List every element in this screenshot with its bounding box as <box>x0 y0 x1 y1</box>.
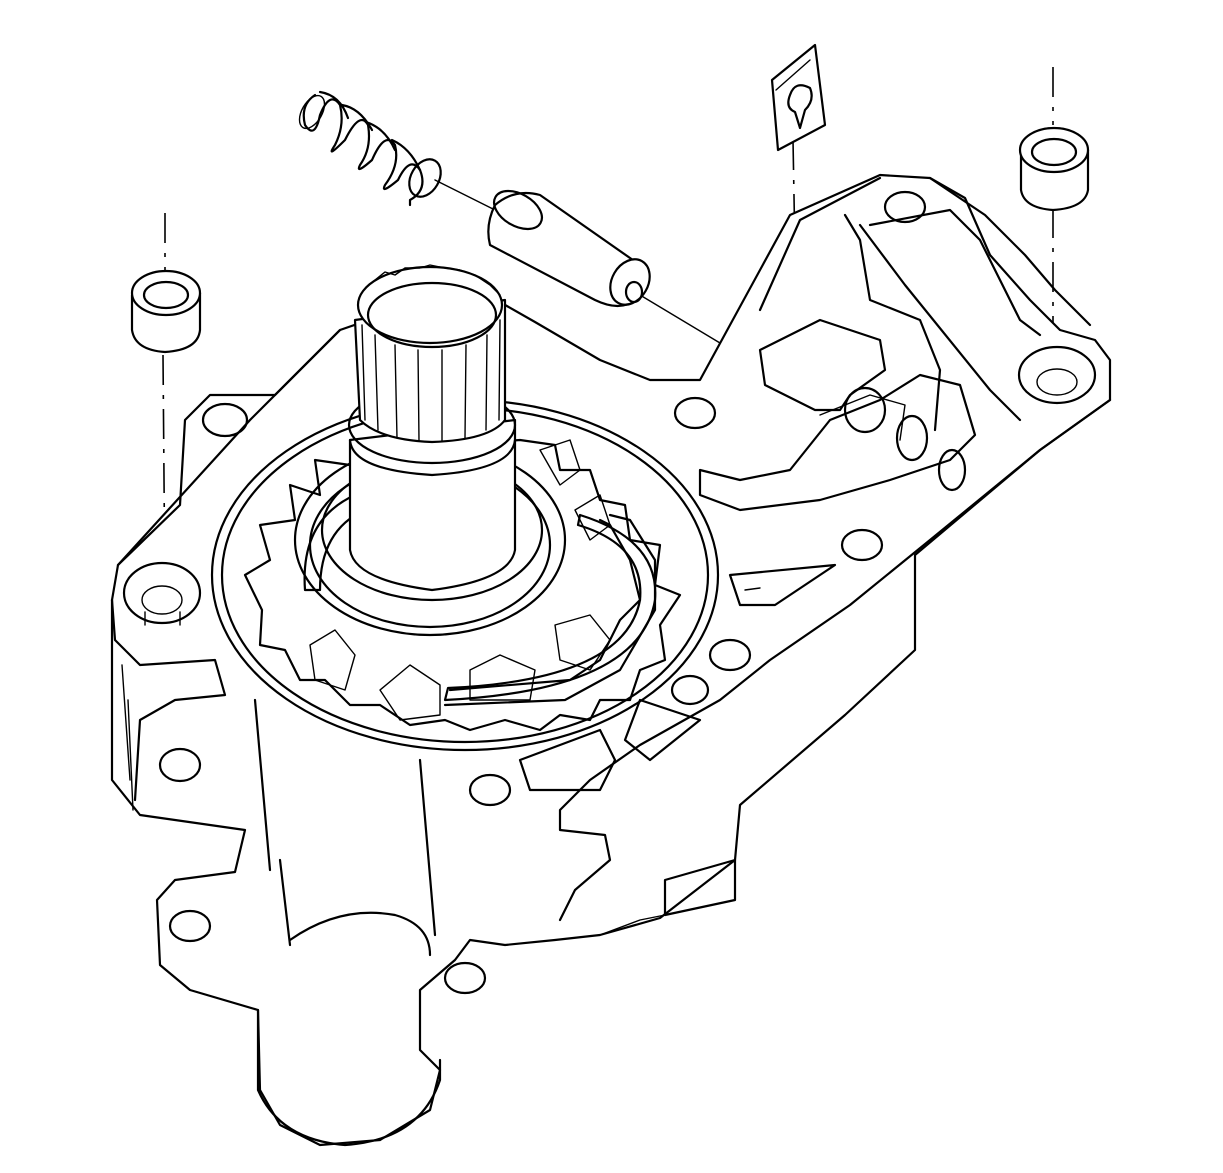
input-shaft-splined <box>293 264 567 637</box>
left-seal-plug <box>130 269 202 354</box>
pressure-regulator-valve <box>487 189 651 308</box>
right-seal-plug <box>1018 126 1090 212</box>
pressure-regulator-spring <box>298 90 442 207</box>
retaining-clip <box>770 43 827 152</box>
